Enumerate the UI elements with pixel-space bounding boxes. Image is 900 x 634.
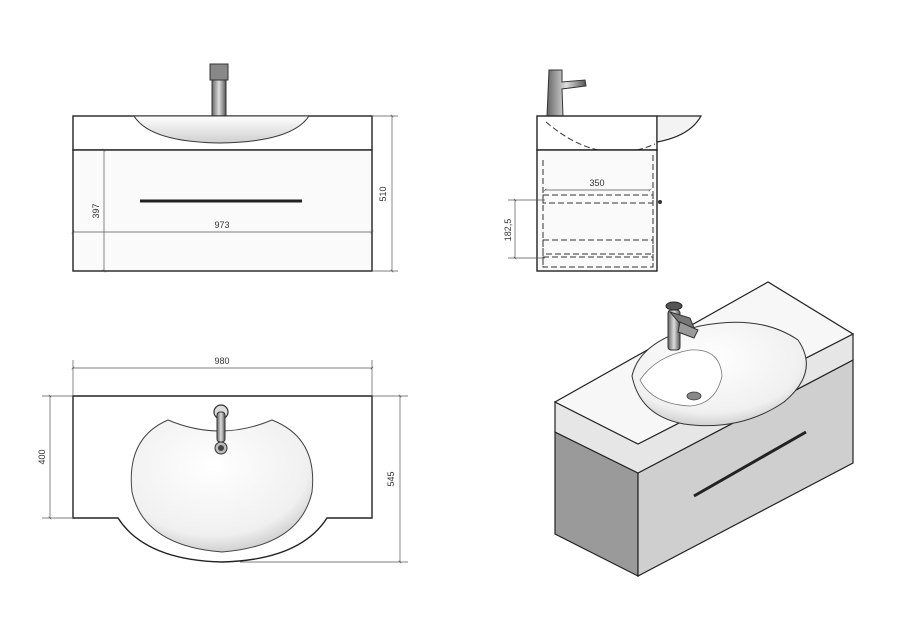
top-bowl — [130, 419, 314, 553]
top-bowl-depth-label: 545 — [386, 471, 396, 486]
top-view: 980 400 545 — [37, 356, 408, 564]
top-depth-label: 400 — [37, 449, 47, 464]
front-bowl — [133, 115, 310, 144]
front-cabinet — [72, 149, 373, 272]
front-width-label: 973 — [214, 220, 229, 230]
front-height-label: 510 — [378, 186, 388, 201]
top-width-label: 980 — [214, 356, 229, 366]
side-cabinet — [536, 149, 658, 272]
side-shelf-height-label: 182,5 — [503, 219, 513, 242]
side-view: 350 182,5 — [503, 69, 703, 272]
iso-drawer-handle — [693, 430, 807, 498]
side-faucet-icon — [546, 69, 587, 117]
isometric-view — [553, 281, 855, 577]
side-depth-label: 350 — [589, 178, 604, 188]
iso-faucet-icon — [665, 301, 699, 351]
front-view: 973 397 510 — [71, 63, 398, 273]
front-drawer-height-label: 397 — [91, 203, 101, 218]
